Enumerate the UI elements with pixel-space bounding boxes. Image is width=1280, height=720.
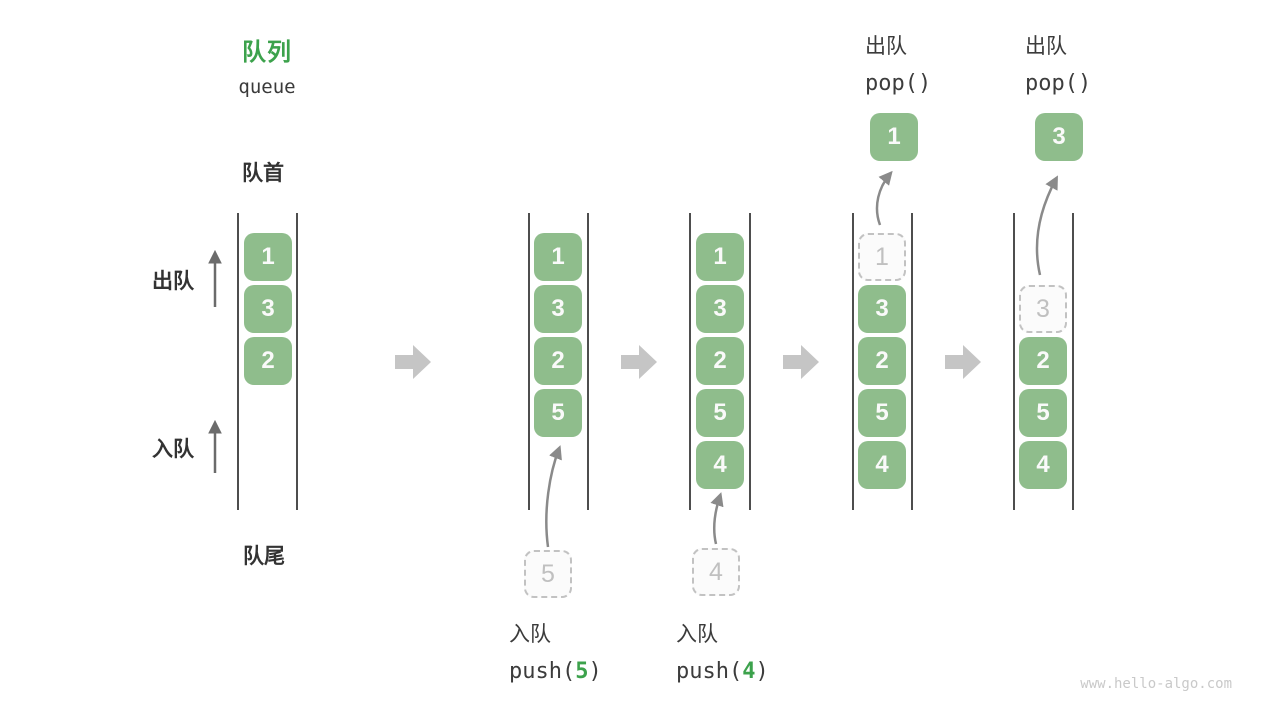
queue-front-label: 队首 bbox=[242, 162, 284, 185]
push4-close: ) bbox=[755, 659, 769, 684]
push4-code-label: push(4) bbox=[676, 659, 769, 684]
state3-queue-channel bbox=[689, 213, 751, 510]
push5-cjk-label: 入队 bbox=[509, 623, 551, 646]
state4-queue-channel bbox=[852, 213, 913, 510]
pop2-cjk-label: 出队 bbox=[1025, 35, 1067, 58]
state5-cell-1: 2 bbox=[1019, 337, 1067, 385]
push4-cjk-label: 入队 bbox=[676, 623, 718, 646]
state5-queue-channel bbox=[1013, 213, 1074, 510]
state1-cell-2: 3 bbox=[244, 285, 292, 333]
transition-arrow-1 bbox=[395, 345, 431, 379]
pop2-label-block: 出队 pop() bbox=[1025, 30, 1091, 96]
state3-cell-3: 2 bbox=[696, 337, 744, 385]
state3-cell-4: 5 bbox=[696, 389, 744, 437]
state1-cell-3: 2 bbox=[244, 337, 292, 385]
push4-arg: 4 bbox=[742, 659, 756, 684]
diagram-subtitle: queue bbox=[238, 76, 296, 98]
state2-cell-1: 1 bbox=[534, 233, 582, 281]
state2-cell-2: 3 bbox=[534, 285, 582, 333]
push4-label-block: 入队 push(4) bbox=[676, 618, 769, 684]
state2-queue-channel bbox=[528, 213, 589, 510]
state5-cell-3: 4 bbox=[1019, 441, 1067, 489]
push5-arg: 5 bbox=[575, 659, 589, 684]
state4-cell-4: 4 bbox=[858, 441, 906, 489]
push5-close: ) bbox=[588, 659, 602, 684]
state4-popped-cell: 1 bbox=[870, 113, 918, 161]
state4-cell-3: 5 bbox=[858, 389, 906, 437]
state2-cell-3: 2 bbox=[534, 337, 582, 385]
state4-cell-1: 3 bbox=[858, 285, 906, 333]
transition-arrow-3 bbox=[783, 345, 819, 379]
watermark: www.hello-algo.com bbox=[1080, 676, 1232, 692]
queue-rear-label: 队尾 bbox=[243, 545, 285, 568]
push5-code-label: push(5) bbox=[509, 659, 602, 684]
push5-fn: push( bbox=[509, 659, 576, 684]
dequeue-side-label: 出队 bbox=[152, 270, 194, 293]
state3-incoming-ghost-cell: 4 bbox=[692, 548, 740, 596]
pop1-label-block: 出队 pop() bbox=[865, 30, 931, 96]
push5-label-block: 入队 push(5) bbox=[509, 618, 602, 684]
push4-fn: push( bbox=[676, 659, 743, 684]
pop1-code-label: pop() bbox=[865, 71, 932, 96]
pop2-code-label: pop() bbox=[1025, 71, 1092, 96]
state4-popped-ghost-cell: 1 bbox=[858, 233, 906, 281]
state5-popped-ghost-cell: 3 bbox=[1019, 285, 1067, 333]
state4-cell-2: 2 bbox=[858, 337, 906, 385]
state1-queue-channel bbox=[237, 213, 298, 510]
transition-arrow-4 bbox=[945, 345, 981, 379]
enqueue-side-label: 入队 bbox=[152, 438, 194, 461]
state2-incoming-ghost-cell: 5 bbox=[524, 550, 572, 598]
state2-cell-4: 5 bbox=[534, 389, 582, 437]
state3-cell-2: 3 bbox=[696, 285, 744, 333]
pop1-cjk-label: 出队 bbox=[865, 35, 907, 58]
state5-cell-2: 5 bbox=[1019, 389, 1067, 437]
diagram-title: 队列 bbox=[242, 39, 292, 66]
state5-popped-cell: 3 bbox=[1035, 113, 1083, 161]
state3-cell-5: 4 bbox=[696, 441, 744, 489]
title-block: 队列 queue bbox=[200, 32, 334, 98]
transition-arrow-2 bbox=[621, 345, 657, 379]
state3-cell-1: 1 bbox=[696, 233, 744, 281]
state1-cell-1: 1 bbox=[244, 233, 292, 281]
